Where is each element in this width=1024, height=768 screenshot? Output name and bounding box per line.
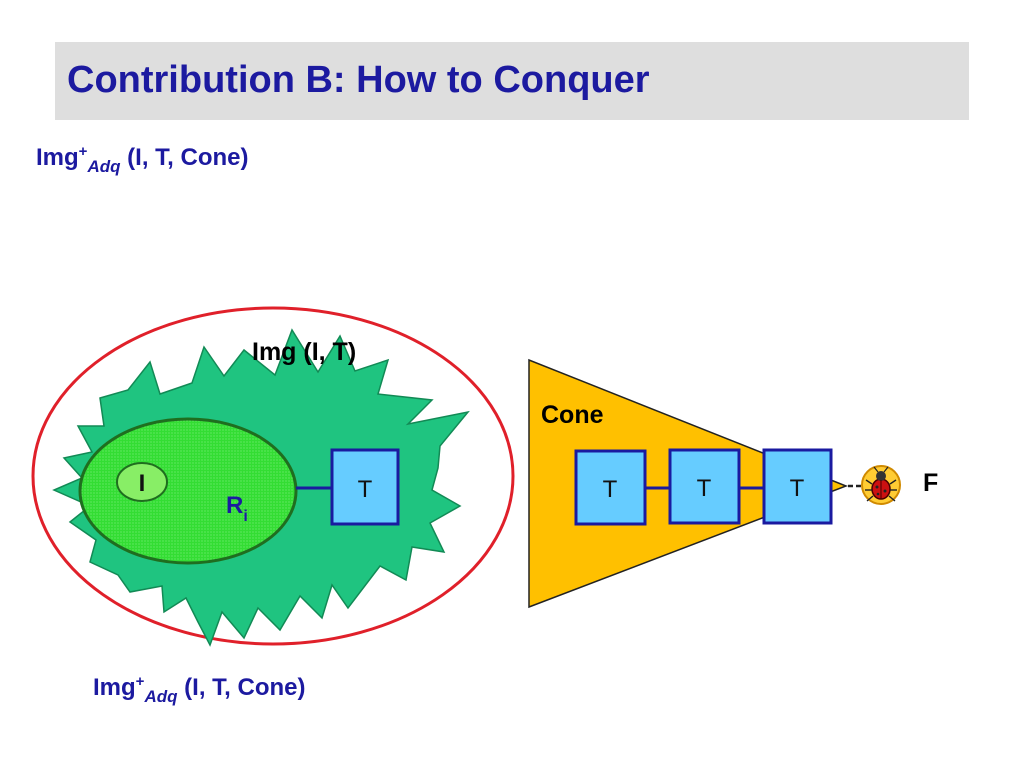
reach-region	[78, 417, 298, 565]
title-bar: Contribution B: How to Conquer	[55, 42, 969, 120]
image-label: Img (I, T)	[252, 338, 356, 366]
bug-icon	[861, 465, 901, 505]
cone-target-box-2-label: T	[697, 475, 712, 502]
cone-target-box-1	[574, 449, 647, 526]
formula-bottom-superscript: +	[135, 673, 145, 690]
cone-target-box-3-label: T	[790, 475, 805, 502]
reach-region-label: Ri	[226, 492, 248, 525]
reach-region-label-subscript: i	[243, 508, 247, 525]
formula-top-subscript: Adq	[87, 157, 121, 176]
formula-top: Img+Adq (I, T, Cone)	[36, 143, 248, 177]
formula-bottom-prefix: Img	[93, 674, 136, 701]
cone-label: Cone	[541, 401, 604, 429]
cone-target-box-2	[668, 448, 741, 525]
formula-bottom-args: (I, T, Cone)	[184, 674, 306, 701]
formula-top-superscript: +	[78, 143, 88, 160]
target-box-left-label: T	[358, 476, 373, 503]
slide-title: Contribution B: How to Conquer	[67, 59, 650, 101]
reach-region-label-main: R	[226, 492, 243, 519]
formula-bottom-subscript: Adq	[144, 687, 178, 706]
formula-top-prefix: Img	[36, 144, 79, 171]
target-box-left	[330, 448, 400, 526]
formula-bottom: Img+Adq (I, T, Cone)	[93, 673, 305, 707]
failure-label: F	[923, 469, 938, 497]
cone-target-box-1-label: T	[603, 476, 618, 503]
adequate-image-boundary	[31, 306, 515, 646]
formula-top-args: (I, T, Cone)	[127, 144, 249, 171]
cone-target-box-3	[762, 448, 833, 525]
initial-state-label: I	[139, 470, 146, 497]
initial-state	[116, 462, 168, 502]
